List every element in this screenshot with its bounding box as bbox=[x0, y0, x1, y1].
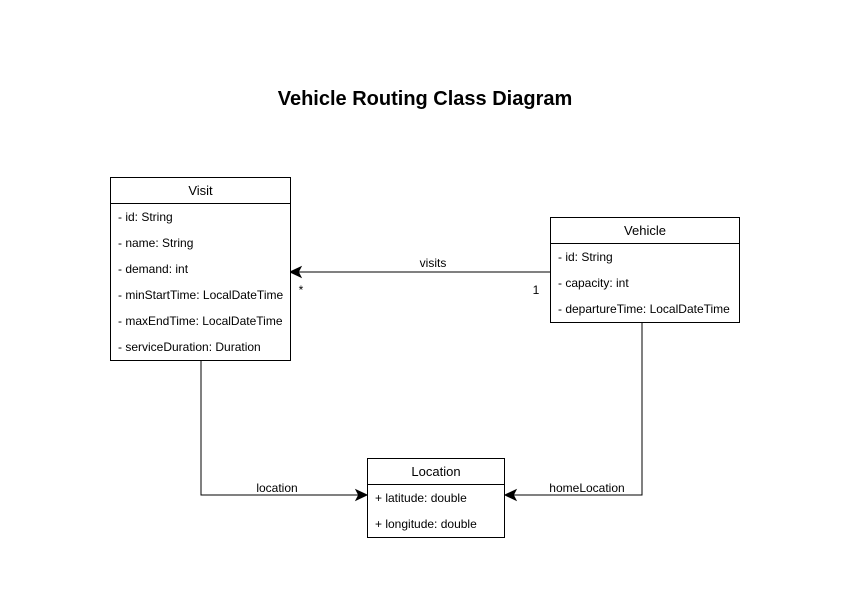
arrowhead-visits bbox=[288, 265, 303, 279]
edge-label-visits: visits bbox=[419, 256, 447, 270]
arrowhead-location bbox=[354, 488, 369, 502]
location-attr-latitude: + latitude: double bbox=[375, 491, 467, 505]
association-homelocation[interactable] bbox=[503, 318, 643, 502]
vehicle-attr-departuretime: - departureTime: LocalDateTime bbox=[558, 302, 730, 316]
visit-attr-maxendtime: - maxEndTime: LocalDateTime bbox=[118, 314, 283, 328]
diagram-title: Vehicle Routing Class Diagram bbox=[277, 88, 573, 110]
visit-attr-id: - id: String bbox=[118, 210, 173, 224]
class-node-location[interactable]: Location + latitude: double + longitude:… bbox=[367, 458, 505, 538]
visit-attr-serviceduration: - serviceDuration: Duration bbox=[118, 340, 261, 354]
vehicle-attr-capacity: - capacity: int bbox=[558, 276, 629, 290]
multiplicity-visits-source: 1 bbox=[532, 283, 540, 297]
edge-label-homelocation: homeLocation bbox=[549, 481, 625, 495]
class-node-visit[interactable]: Visit - id: String - name: String - dema… bbox=[110, 177, 291, 361]
location-attr-longitude: + longitude: double bbox=[375, 517, 477, 531]
arrowhead-homelocation bbox=[503, 488, 518, 502]
association-visits[interactable] bbox=[288, 265, 550, 279]
class-vehicle-name: Vehicle bbox=[551, 218, 739, 244]
association-location[interactable] bbox=[200, 356, 369, 502]
edge-label-location: location bbox=[256, 481, 298, 495]
vehicle-attr-id: - id: String bbox=[558, 250, 613, 264]
class-visit-name: Visit bbox=[111, 178, 290, 204]
visit-attr-name: - name: String bbox=[118, 236, 194, 250]
class-node-vehicle[interactable]: Vehicle - id: String - capacity: int - d… bbox=[550, 217, 740, 323]
visit-attr-demand: - demand: int bbox=[118, 262, 189, 276]
class-location-name: Location bbox=[368, 459, 504, 485]
visit-attr-minstarttime: - minStartTime: LocalDateTime bbox=[118, 288, 284, 302]
multiplicity-visits-target: * bbox=[298, 283, 304, 297]
